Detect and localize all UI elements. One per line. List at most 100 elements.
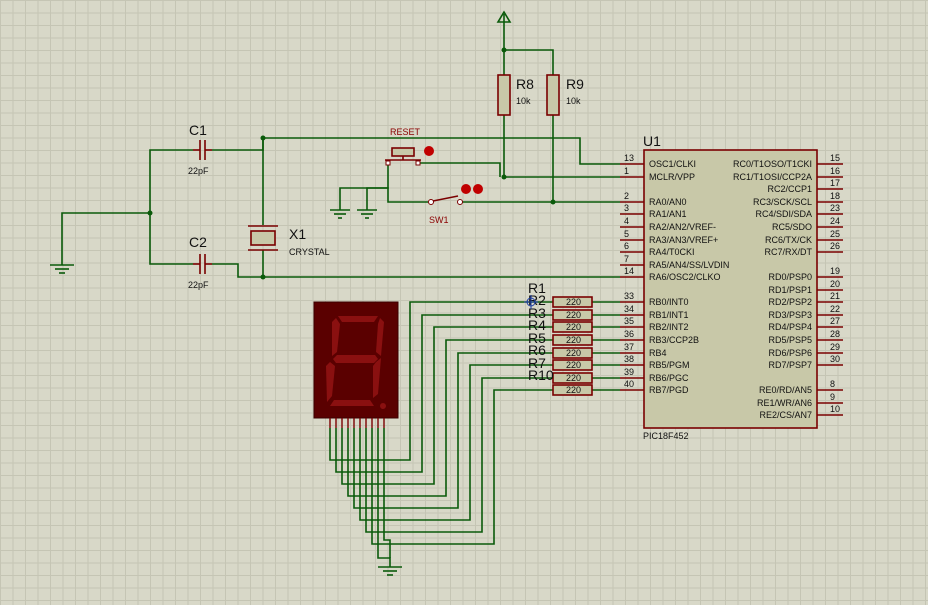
resistor-ref: R6 [528, 342, 546, 358]
bus-wire [353, 352, 553, 509]
resistor-r4[interactable]: 220 R4 [528, 317, 620, 346]
mcu-right-pins: 15RC0/T1OSO/T1CKI16RC1/T1OSI/CCP2A17RC2/… [733, 153, 843, 420]
ground-symbol[interactable] [378, 566, 402, 576]
resistor-ref: R4 [528, 317, 546, 333]
wire-osc1 [212, 137, 620, 165]
c1-value: 22pF [188, 166, 209, 176]
resistor-value: 220 [566, 297, 581, 307]
resistor-r10[interactable]: 220 R10 [528, 367, 620, 396]
pin-name: RB2/INT2 [649, 322, 689, 332]
pin-number: 23 [830, 203, 840, 213]
resistor-value: 220 [566, 385, 581, 395]
pin-number: 8 [830, 379, 835, 389]
junction-dot [550, 199, 556, 205]
wire-r9-ra0 [552, 115, 620, 203]
microcontroller-u1[interactable]: U1 PIC18F452 [643, 133, 818, 441]
ground-symbol[interactable] [357, 209, 377, 219]
ground-symbol[interactable] [50, 264, 74, 274]
pin-name: RC6/TX/CK [765, 235, 812, 245]
junction-dot [501, 47, 507, 53]
display-pins [329, 418, 385, 428]
c1-ref: C1 [189, 122, 207, 138]
crystal-x1[interactable]: X1 CRYSTAL [248, 225, 330, 257]
pin-number: 26 [830, 241, 840, 251]
pin-number: 33 [624, 291, 634, 301]
pin-name: RD4/PSP4 [768, 322, 812, 332]
pin-number: 36 [624, 329, 634, 339]
resistor-r1[interactable]: 220 R1 [528, 280, 620, 308]
capacitor-c1[interactable]: C1 22pF [188, 122, 212, 176]
resistor-value: 220 [566, 335, 581, 345]
resistor-r8[interactable]: R8 10k [497, 74, 534, 116]
resistor-r9[interactable]: R9 10k [546, 74, 584, 116]
capacitor-c2[interactable]: C2 22pF [188, 234, 212, 290]
pin-number: 5 [624, 229, 629, 239]
vcc-terminal[interactable] [496, 10, 512, 23]
bus-wire-common [377, 428, 391, 567]
resistor-ref: R10 [528, 367, 554, 383]
pin-number: 16 [830, 166, 840, 176]
ground-symbol[interactable] [330, 209, 350, 219]
resistor-r7[interactable]: 220 R7 [528, 355, 620, 384]
pin-name: RB5/PGM [649, 360, 690, 370]
resistor-ref: R7 [528, 355, 546, 371]
pin-number: 29 [830, 342, 840, 352]
junction-dot [260, 135, 266, 141]
resistor-r6[interactable]: 220 R6 [528, 342, 620, 371]
bus-wire [365, 377, 553, 533]
seven-segment-display[interactable] [313, 301, 399, 419]
pin-name: RA1/AN1 [649, 209, 687, 219]
pin-number: 40 [624, 379, 634, 389]
switch-sw1[interactable]: SW1 [428, 184, 484, 225]
pin-name: RD7/PSP7 [768, 360, 812, 370]
pin-name: MCLR/VPP [649, 172, 695, 182]
pin-number: 15 [830, 153, 840, 163]
pin-number: 9 [830, 392, 835, 402]
pin-number: 27 [830, 316, 840, 326]
reset-button[interactable]: RESET [385, 127, 434, 166]
resistor-value: 220 [566, 360, 581, 370]
pin-name: RB0/INT0 [649, 297, 689, 307]
wire-cap-ground [61, 212, 150, 265]
resistor-ref: R1 [528, 280, 546, 296]
